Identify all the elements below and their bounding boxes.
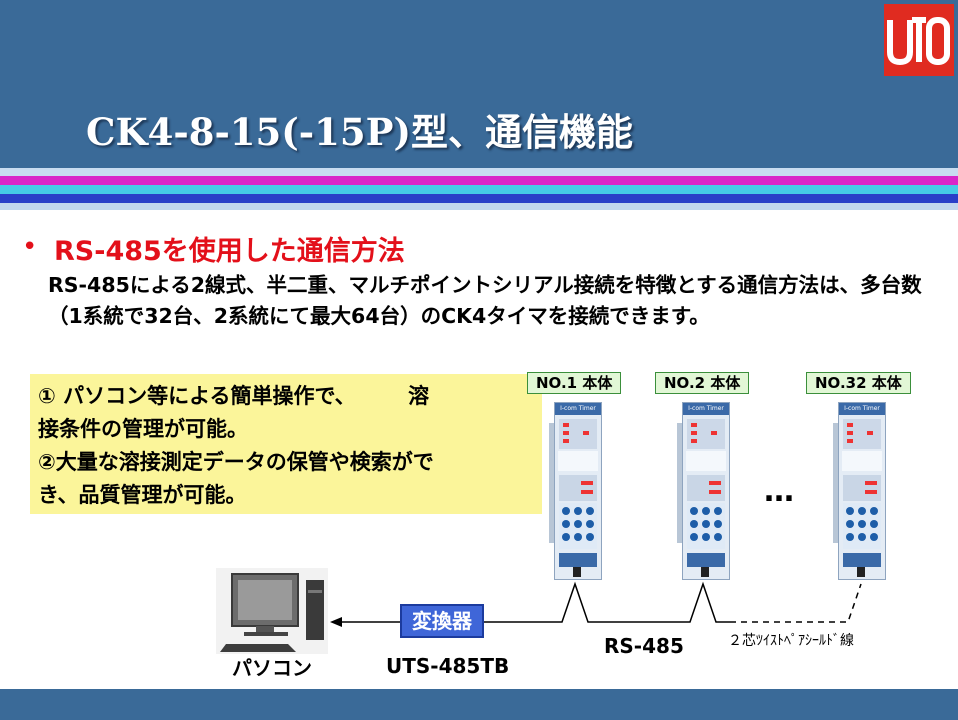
unit-label-32: NO.32 本体 <box>806 372 911 394</box>
bullet-title: RS-485を使用した通信方法 <box>54 236 405 267</box>
device-bottom-panel <box>559 553 597 567</box>
cable-label: ２芯ﾂｲｽﾄﾍﾟｱｼｰﾙﾄﾞ線 <box>728 633 854 649</box>
timer-device-32: I-com Timer <box>833 402 886 580</box>
stripe-1 <box>0 168 958 176</box>
note-line: ②大量な溶接測定データの保管や検索がで <box>38 450 434 474</box>
stripe-5 <box>0 203 958 210</box>
converter-model-label: UTS-485TB <box>386 654 510 678</box>
unit-label-2: NO.2 本体 <box>655 372 750 394</box>
feature-note: ① パソコン等による簡単操作で、 溶 接条件の管理が可能。 ②大量な溶接測定デー… <box>30 374 542 514</box>
footer-band <box>0 689 958 720</box>
bus-label: RS-485 <box>604 634 684 658</box>
bullet-marker: • <box>22 232 38 262</box>
device-port <box>857 567 865 577</box>
device-keypad <box>843 503 881 549</box>
device-waveform-panel <box>558 451 598 471</box>
device-display <box>687 475 725 501</box>
device-side-panel <box>677 423 682 543</box>
timer-device-1: I-com Timer <box>549 402 602 580</box>
timer-device-2: I-com Timer <box>677 402 730 580</box>
header-band <box>0 0 958 168</box>
device-brand: I-com Timer <box>839 403 885 415</box>
device-waveform-panel <box>842 451 882 471</box>
more-units-ellipsis: … <box>764 474 794 509</box>
device-led-panel <box>843 419 881 449</box>
device-brand: I-com Timer <box>555 403 601 415</box>
note-line: 接条件の管理が可能。 <box>38 417 248 441</box>
pc-label: パソコン <box>232 656 312 680</box>
device-led-panel <box>559 419 597 449</box>
note-line: ① パソコン等による簡単操作で、 溶 <box>38 384 430 408</box>
device-bottom-panel <box>843 553 881 567</box>
stripe-3 <box>0 185 958 194</box>
device-port <box>701 567 709 577</box>
device-led-panel <box>687 419 725 449</box>
device-keypad <box>687 503 725 549</box>
device-display <box>559 475 597 501</box>
device-port <box>573 567 581 577</box>
note-line: き、品質管理が可能。 <box>38 483 247 507</box>
computer-icon <box>216 568 328 654</box>
converter-box: 変換器 <box>400 604 484 638</box>
device-waveform-panel <box>686 451 726 471</box>
uto-logo-icon <box>887 17 950 66</box>
stripe-2 <box>0 176 958 185</box>
device-display <box>843 475 881 501</box>
uto-logo <box>884 4 954 76</box>
stripe-4 <box>0 194 958 203</box>
device-brand: I-com Timer <box>683 403 729 415</box>
unit-label-1: NO.1 本体 <box>527 372 622 394</box>
slide-title: CK4-8-15(-15P)型、通信機能 <box>86 110 633 154</box>
device-keypad <box>559 503 597 549</box>
device-side-panel <box>549 423 554 543</box>
bullet-description: RS-485による2線式、半二重、マルチポイントシリアル接続を特徴とする通信方法… <box>48 273 922 328</box>
device-bottom-panel <box>687 553 725 567</box>
device-side-panel <box>833 423 838 543</box>
